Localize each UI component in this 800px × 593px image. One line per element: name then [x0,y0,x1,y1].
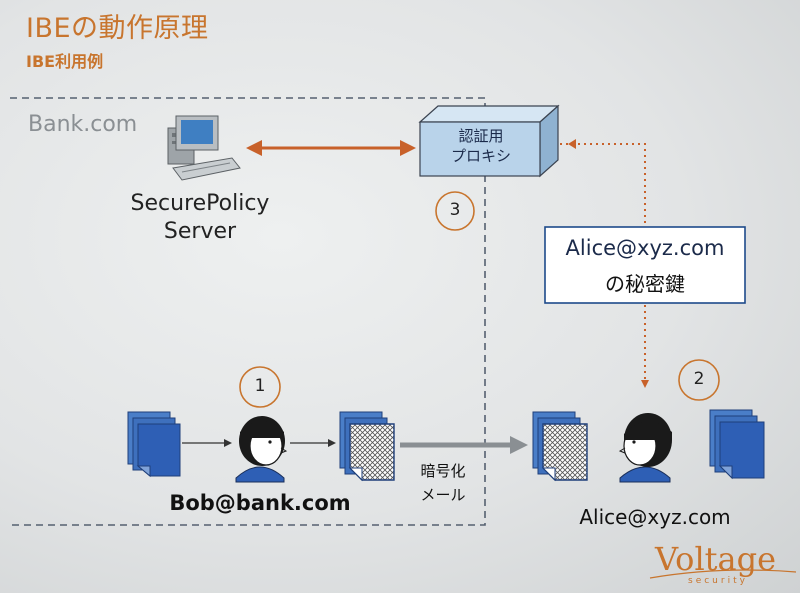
key-delivery-arrow-tail [568,139,576,149]
bank-domain-border [10,97,486,526]
encrypted-mail-line1: 暗号化 [420,462,466,480]
decrypted-document-stack-icon [709,409,765,480]
step-circle-3 [435,191,475,231]
encrypted-mail-line2: メール [420,486,466,504]
private-key-box [544,226,746,304]
step-circle-2 [678,359,720,401]
encrypted-mail-arrow [400,436,528,454]
person-bob-icon [235,416,288,483]
step-number-3: 3 [449,200,461,220]
encrypted-mail-label: 暗号化 メール [408,459,478,507]
encrypted-document-icon [339,411,395,482]
page-title: IBEの動作原理 [26,13,209,44]
server-proxy-arrow [246,140,416,156]
page-subtitle: IBE利用例 [26,52,104,71]
step-number-1: 1 [254,376,266,396]
proxy-box-icon [418,104,560,178]
key-delivery-arrow [560,143,649,388]
server-label-line1: SecurePolicy [130,191,270,216]
voltage-logo-sub: security [688,576,748,586]
sender-address: Bob@bank.com [169,491,351,515]
server-label: SecurePolicy Server [115,190,285,246]
server-computer-icon [167,115,241,181]
proxy-label: 認証用 プロキシ [422,126,540,166]
proxy-label-line2: プロキシ [450,147,511,165]
logo-swoosh [649,569,797,579]
person-alice-icon [618,413,672,483]
private-key-owner: Alice@xyz.com [565,236,725,260]
domain-label: Bank.com [28,112,138,137]
step-number-2: 2 [693,369,705,389]
voltage-logo: Voltage [655,540,777,578]
recipient-address: Alice@xyz.com [579,505,731,529]
bob-to-encrypted-arrowhead [328,439,336,447]
received-encrypted-document-icon [532,411,588,482]
step-circle-1 [239,366,281,408]
proxy-label-line1: 認証用 [458,127,504,145]
server-label-line2: Server [163,219,237,244]
private-key-label: の秘密鍵 [605,272,685,296]
document-stack-icon [127,411,181,478]
doc-to-bob-arrowhead [224,439,232,447]
